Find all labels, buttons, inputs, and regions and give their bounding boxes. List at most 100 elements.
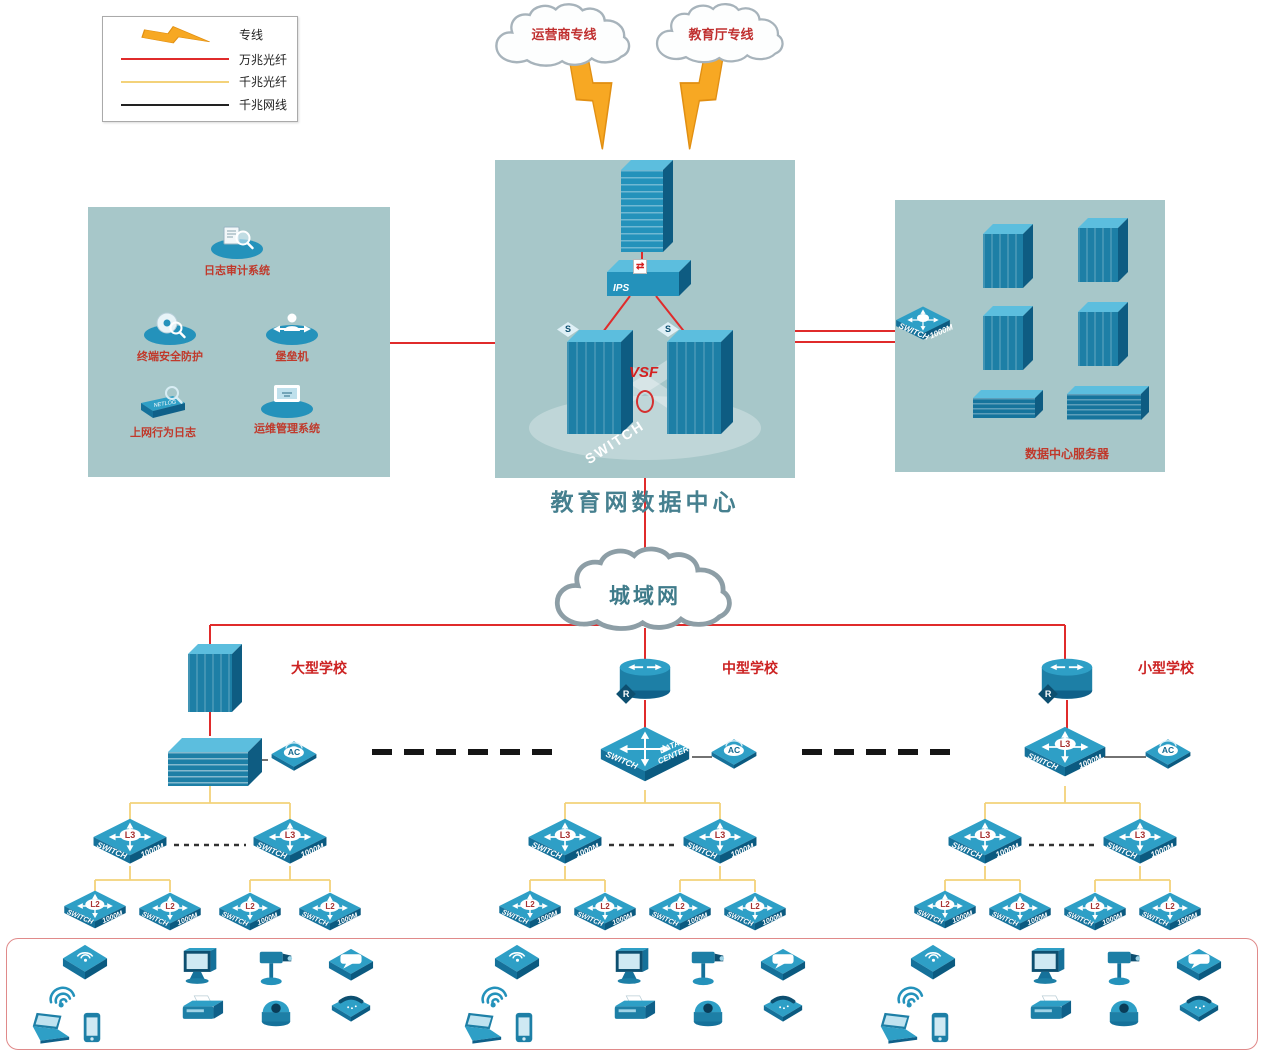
cloud-shape [495,3,631,67]
security-item-label: 运维管理系统 [254,423,320,435]
ptz-camera-icon [255,947,297,987]
red-line-swatch [119,58,231,61]
switch-badge: S [557,322,579,337]
security-zone: 日志审计系统 终端安全防护 堡垒机 NETLOG 上网行为日志 运维管理系统 [88,207,390,477]
terminal-zone [6,938,1258,1050]
wireless-ap-icon [61,943,109,981]
smartphone-icon [513,1011,535,1044]
switch-badge-dot [917,314,929,322]
security-item-label: 日志审计系统 [204,265,270,277]
terminal-group [459,943,807,1044]
cloud-label: 教育厅专线 [688,27,754,42]
security-item-label: 堡垒机 [275,351,309,363]
wireless-ap-icon [493,943,541,981]
yellow-fiber-lines [94,786,1171,892]
wireless-controller: AC [710,736,758,770]
security-item-ops-management: 运维管理系统 [239,381,335,436]
printer-icon [1025,993,1073,1026]
firewall-icon [621,170,663,252]
security-item-log-audit: 日志审计系统 [189,223,285,278]
cloud-education-line: 教育厅专线 [643,2,799,72]
legend-label: 千兆光纤 [239,75,288,90]
l2-badge: L2 [1010,901,1030,913]
ac-badge: AC [723,745,745,757]
legend-label: 千兆网线 [239,98,288,113]
server-zone-title: 数据中心服务器 [1024,447,1109,461]
school-label: 中型学校 [722,660,778,676]
yellow-line-swatch [119,80,231,83]
datacenter-title: 教育网数据中心 [550,489,740,515]
chat-device-icon [327,947,375,982]
chat-device-icon [759,947,807,982]
cloud-label: 城域网 [609,585,681,608]
cloud-operator-line: 运营商专线 [487,2,641,76]
ac-badge: AC [1157,745,1179,757]
laptop-icon [459,1011,505,1044]
l2-badge: L2 [595,901,615,913]
legend: 专线 万兆光纤 千兆光纤 千兆网线 [102,16,298,122]
ac-badge: AC [283,747,305,759]
terminal-group [875,943,1223,1044]
wireless-controller: AC [1144,736,1192,770]
l2-badge: L2 [935,899,955,911]
core-switch-chassis-icon [168,752,248,786]
legend-item-dedicated-line: 专线 [103,25,297,45]
l3-badge: L3 [709,829,731,842]
laptop-icon [875,1011,921,1044]
l2-badge: L2 [520,899,540,911]
l2-badge: L2 [160,901,180,913]
desktop-monitor-icon [1026,947,1072,985]
ptz-camera-icon [1103,947,1145,987]
ptz-camera-icon [687,947,729,987]
legend-item-1g-copper: 千兆网线 [103,96,297,113]
cloud-shape [554,546,732,631]
wireless-ap-icon [909,943,957,981]
vsf-ring-icon [636,390,654,413]
l2-badge: L2 [85,899,105,911]
l3-badge: L3 [279,829,301,842]
school-label: 大型学校 [291,660,347,676]
cloud-metro-network: 城域网 [538,546,752,642]
printer-icon [609,993,657,1026]
dome-camera-icon [258,995,294,1027]
l3-badge: L3 [1054,738,1076,751]
server-icon [188,654,232,712]
laptop-icon [27,1011,73,1044]
dome-camera-icon [1106,995,1142,1027]
telephone-icon [760,990,806,1023]
l2-badge: L2 [320,901,340,913]
core-switch-tower: S [657,322,721,434]
printer-icon [177,993,225,1026]
storage-rack-icon [973,398,1035,418]
ips-device-icon: ⇄ IPS [607,259,679,296]
server-icon [983,316,1023,370]
security-item-label: 上网行为日志 [130,427,196,439]
security-item-bastion-host: 堡垒机 [244,309,340,364]
router: R [616,656,673,704]
cloud-shape [655,3,784,64]
l2-badge: L2 [670,901,690,913]
smartphone-icon [929,1011,951,1044]
wireless-controller: AC [270,738,318,772]
vsf-label: VSF [629,364,659,381]
ips-label: IPS [613,283,630,294]
l2-badge: L2 [1160,901,1180,913]
ips-arrows-icon: ⇄ [633,259,648,274]
legend-item-1g-fiber: 千兆光纤 [103,73,297,90]
lightning-icon [119,25,231,45]
legend-item-10g-fiber: 万兆光纤 [103,51,297,68]
